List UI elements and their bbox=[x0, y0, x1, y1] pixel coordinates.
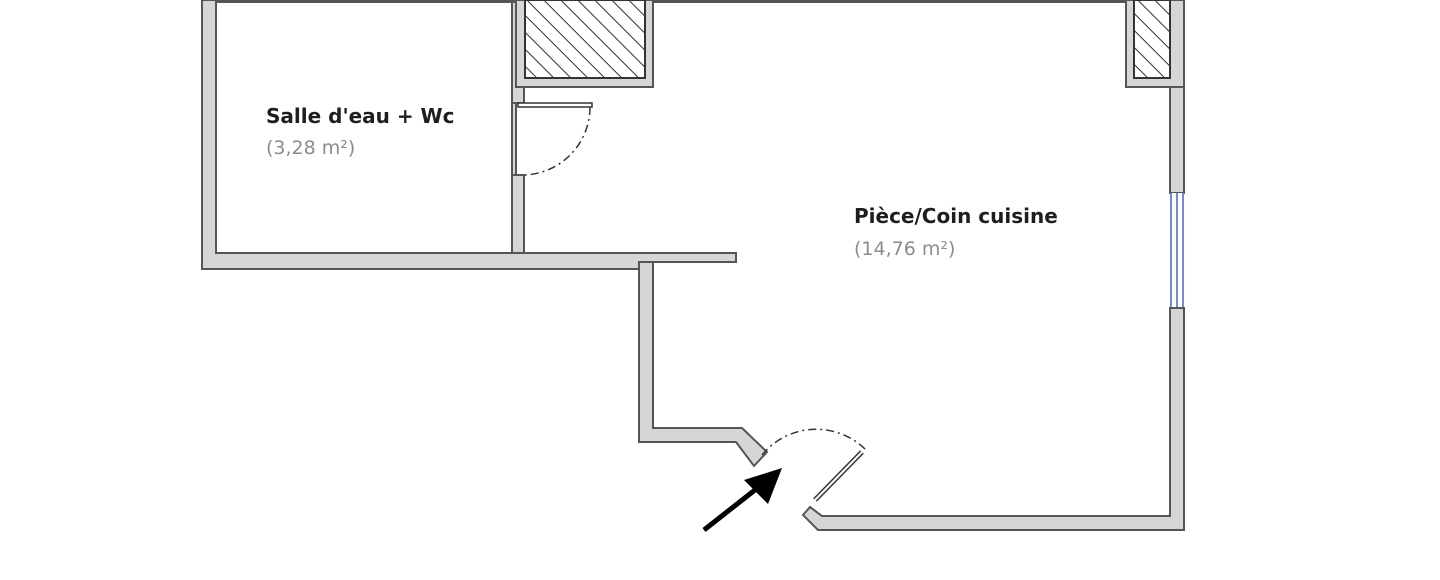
main-room-name: Pièce/Coin cuisine bbox=[854, 204, 1058, 228]
bathroom-door bbox=[517, 102, 593, 176]
window bbox=[1170, 193, 1184, 308]
duct-shaft-left-hatch bbox=[524, 0, 646, 79]
bathroom-partition-wall-lower bbox=[511, 174, 525, 254]
main-room-area: (14,76 m²) bbox=[854, 238, 955, 260]
bathroom-outer-wall bbox=[201, 0, 737, 270]
right-wall-upper bbox=[1169, 86, 1185, 194]
top-wall bbox=[215, 0, 1185, 3]
bathroom-name: Salle d'eau + Wc bbox=[266, 104, 454, 128]
right-wall-lower bbox=[801, 307, 1185, 531]
entrance-door bbox=[761, 428, 867, 502]
bathroom-area: (3,28 m²) bbox=[266, 137, 355, 159]
duct-shaft-right-hatch bbox=[1133, 0, 1171, 79]
main-room-left-wall bbox=[638, 261, 769, 468]
entrance-arrow-icon bbox=[702, 468, 782, 532]
